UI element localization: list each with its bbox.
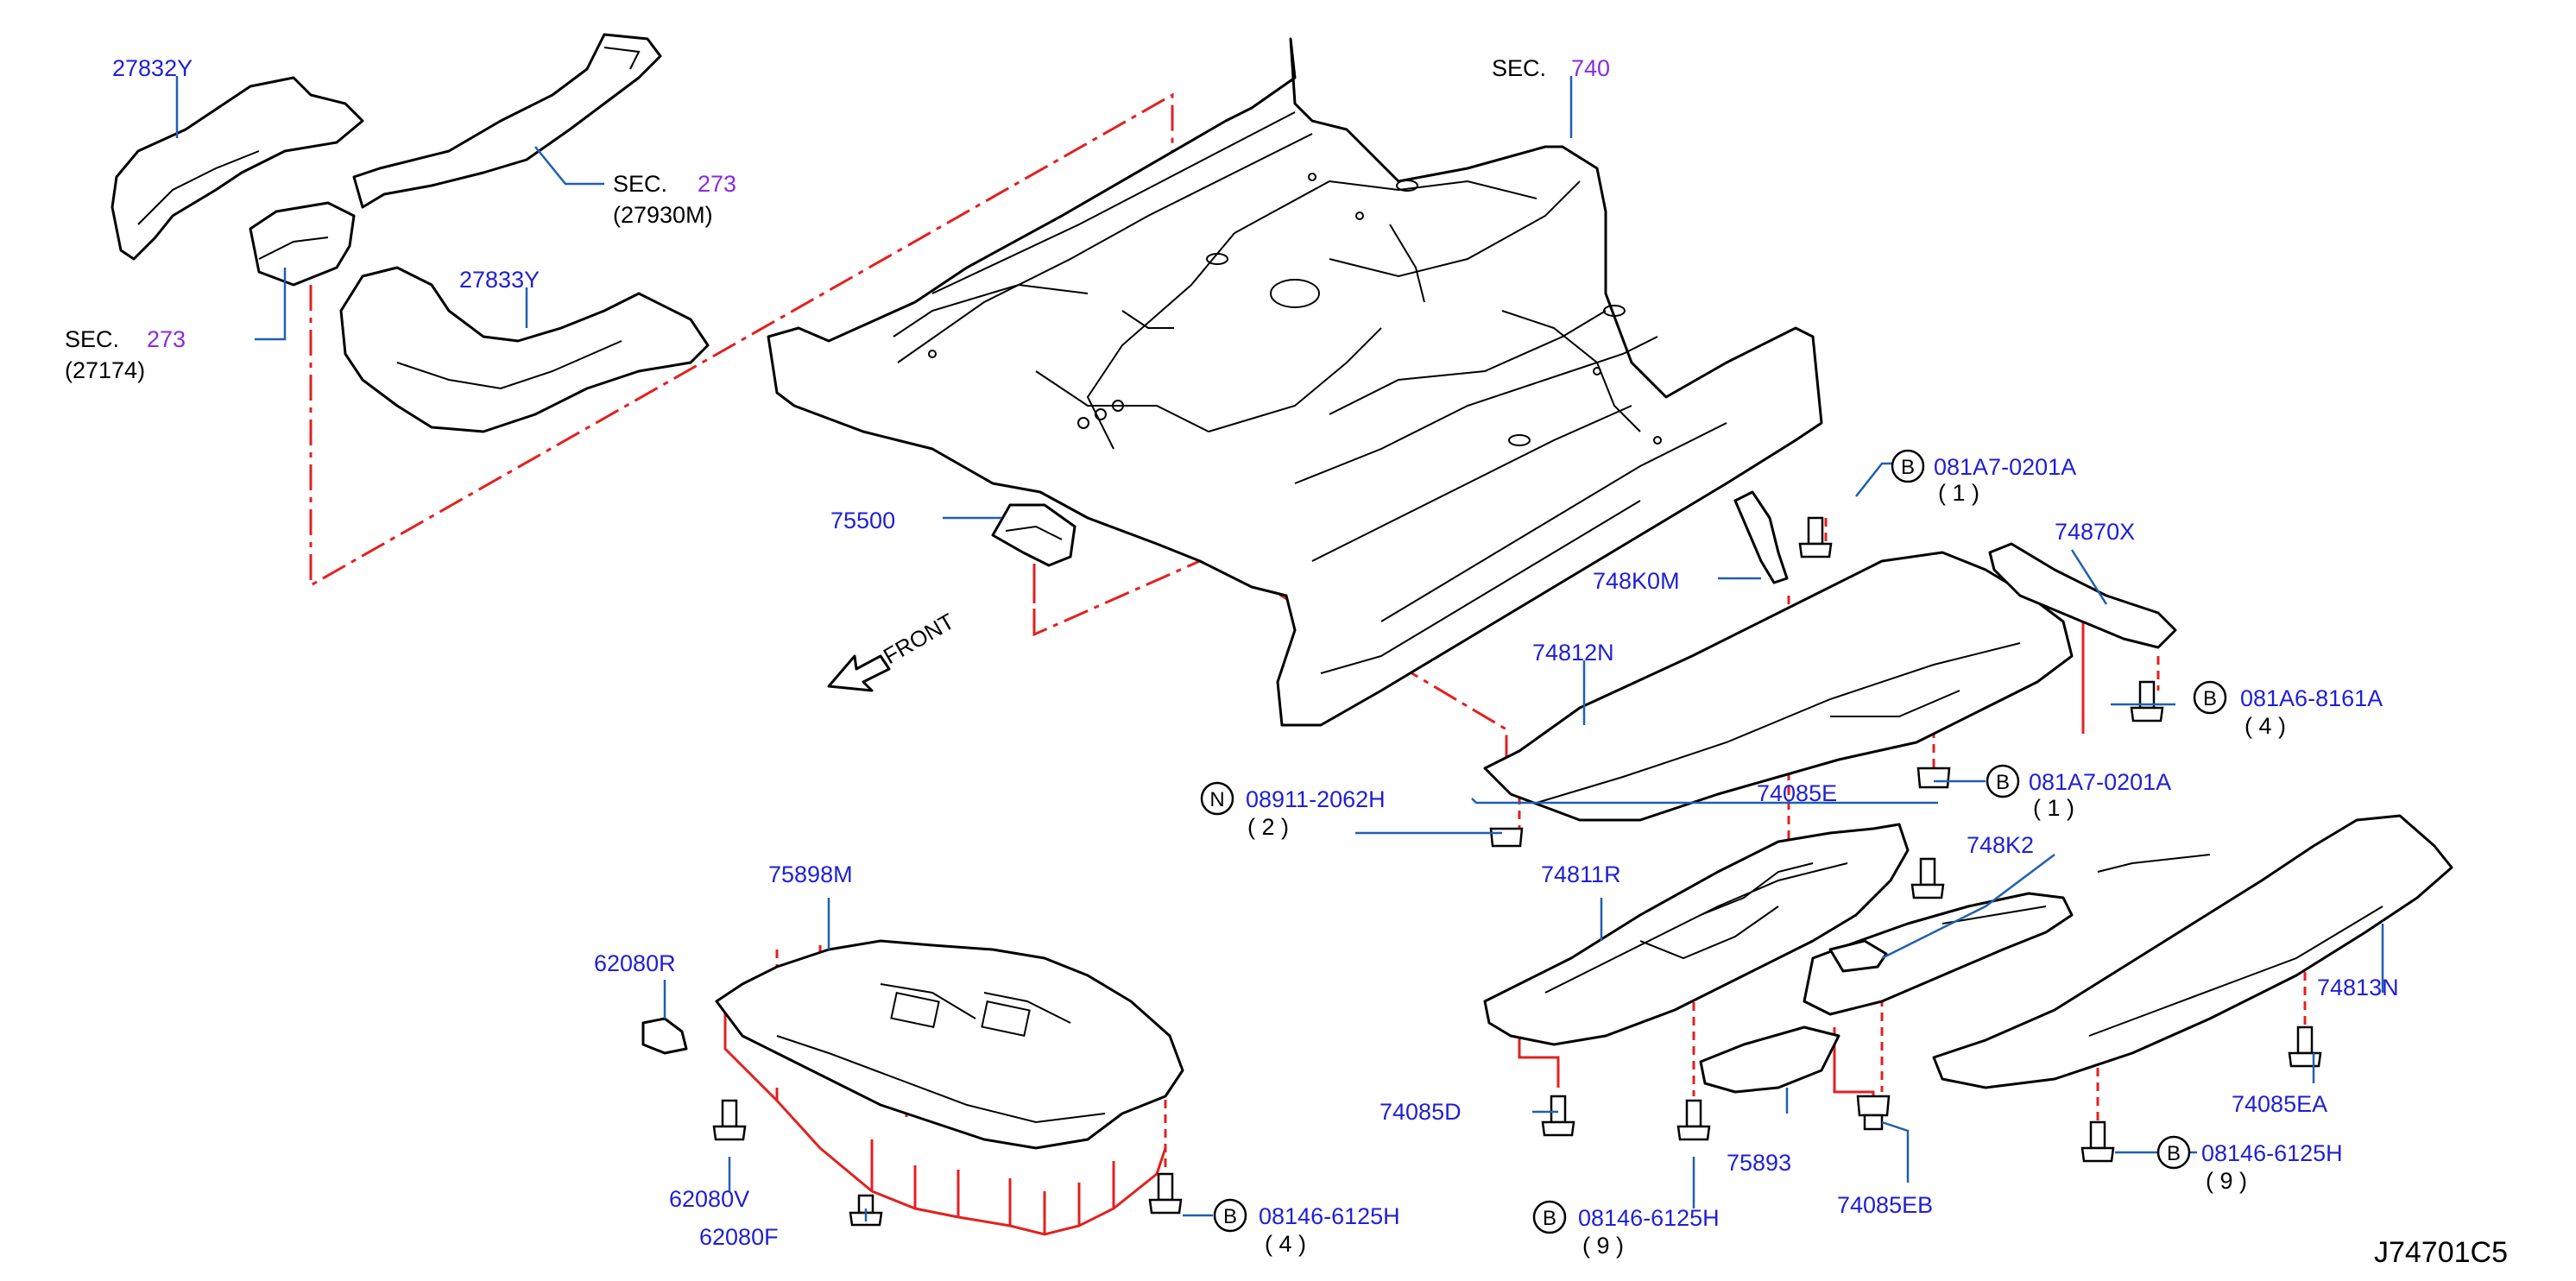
duct-27930M — [352, 33, 662, 209]
n-circle-icon — [1200, 781, 1234, 816]
floor-pan — [767, 37, 1823, 727]
label-75898M: 75898M — [768, 861, 853, 887]
skid-plate-75898M — [715, 939, 1184, 1150]
b-circle-icon — [1986, 764, 2020, 798]
bolt-icon — [1676, 1099, 1711, 1141]
sec-273b-sub: (27174) — [65, 357, 145, 383]
label-74811R: 74811R — [1541, 861, 1621, 887]
f4-code: 08911-2062H — [1246, 786, 1386, 812]
bracket-748K2 — [1828, 939, 1888, 973]
label-75500: 75500 — [830, 508, 895, 533]
label-74085EB: 74085EB — [1837, 1192, 1933, 1218]
b-circle-icon — [1532, 1200, 1567, 1234]
sec-273a-number: 273 — [698, 171, 736, 197]
f2-qty: ( 4 ) — [2245, 713, 2286, 739]
f5-code: 08146-6125H — [1259, 1203, 1400, 1229]
sec-740-number: 740 — [1571, 55, 1610, 81]
fastener-icons — [712, 516, 2322, 1227]
leader-lines — [175, 76, 2384, 1221]
sec-273a-sub: (27930M) — [613, 202, 713, 228]
diagram-reference: J74701C5 — [2374, 1236, 2508, 1269]
label-27833Y: 27833Y — [459, 267, 540, 293]
undercover-74811R — [1483, 823, 1910, 1046]
label-74870X: 74870X — [2055, 519, 2135, 545]
sec-273b-prefix: SEC. — [65, 326, 119, 352]
f1-symbol: B — [1901, 456, 1915, 479]
cover-75893 — [1699, 892, 2074, 1094]
f7-code: 08146-6125H — [2201, 1140, 2343, 1166]
label-748K2: 748K2 — [1967, 832, 2034, 858]
label-74812N: 74812N — [1532, 640, 1614, 666]
f1-qty: ( 1 ) — [1938, 480, 1979, 506]
b-circle-icon — [2193, 680, 2227, 715]
label-748K0M: 748K0M — [1593, 568, 1680, 594]
sec-273b-number: 273 — [147, 326, 186, 352]
bolt-icon — [1856, 1095, 1891, 1131]
f2-code: 081A6-8161A — [2240, 685, 2383, 711]
bracket-75500 — [991, 503, 1076, 567]
bolt-icon — [2130, 680, 2164, 723]
f2-symbol: B — [2203, 687, 2217, 710]
label-74085E: 74085E — [1757, 780, 1837, 806]
f4-qty: ( 2 ) — [1247, 814, 1289, 840]
bolt-icon — [1916, 767, 1951, 789]
label-74085EA: 74085EA — [2232, 1091, 2327, 1117]
f7-qty: ( 9 ) — [2206, 1168, 2247, 1194]
bolt-icon — [2080, 1120, 2115, 1163]
duct-27832Y — [110, 76, 364, 261]
label-62080V: 62080V — [669, 1186, 749, 1212]
label-62080F: 62080F — [699, 1224, 779, 1250]
undercover-74812N — [1483, 551, 2074, 822]
duct-27833Y — [339, 266, 710, 433]
f3-qty: ( 1 ) — [2033, 795, 2074, 821]
brace-74870X — [1988, 542, 2177, 649]
b-circle-icon — [1213, 1198, 1247, 1233]
f6-symbol: B — [1543, 1207, 1556, 1230]
nut-icon — [1489, 827, 1524, 848]
f5-symbol: B — [1223, 1205, 1237, 1228]
sec-740-prefix: SEC. — [1492, 55, 1546, 81]
clip-62080R — [641, 1017, 688, 1055]
f7-symbol: B — [2167, 1142, 2181, 1165]
bolt-icon — [712, 1099, 747, 1141]
undercover-74813N — [1932, 814, 2453, 1089]
front-label: FRONT — [879, 608, 959, 669]
label-27832Y: 27832Y — [112, 55, 193, 81]
bolt-icon — [2288, 1025, 2322, 1068]
f1-code: 081A7-0201A — [1934, 454, 2076, 480]
f6-code: 08146-6125H — [1578, 1205, 1720, 1231]
label-75893: 75893 — [1727, 1150, 1791, 1176]
part-number-labels: 27832Y 27833Y 75500 748K0M 74870X 74812N… — [112, 55, 2399, 1250]
label-62080R: 62080R — [594, 950, 676, 976]
bracket-748K0M — [1733, 490, 1789, 584]
section-references: SEC. 740 SEC. 273 (27930M) SEC. 273 (271… — [65, 55, 1610, 383]
label-74813N: 74813N — [2317, 975, 2399, 1000]
label-74085D: 74085D — [1380, 1099, 1462, 1125]
front-arrow: FRONT — [827, 608, 959, 692]
b-circle-icon — [2156, 1135, 2191, 1170]
b-circle-icon — [1891, 449, 1925, 483]
f3-symbol: B — [1996, 771, 2010, 794]
bolt-icon — [1910, 857, 1945, 899]
duct-27174 — [249, 201, 356, 287]
bolt-icon — [1798, 516, 1833, 558]
f6-qty: ( 9 ) — [1582, 1233, 1624, 1259]
bolt-icon — [1148, 1172, 1183, 1215]
f3-code: 081A7-0201A — [2029, 769, 2171, 795]
sec-273a-prefix: SEC. — [613, 171, 667, 197]
bolt-icon — [1541, 1095, 1575, 1137]
air-ducts — [110, 33, 710, 433]
f4-symbol: N — [1209, 788, 1224, 811]
fastener-callouts: B 081A7-0201A ( 1 ) B 081A6-8161A ( 4 ) … — [1200, 449, 2383, 1259]
f5-qty: ( 4 ) — [1265, 1231, 1306, 1257]
